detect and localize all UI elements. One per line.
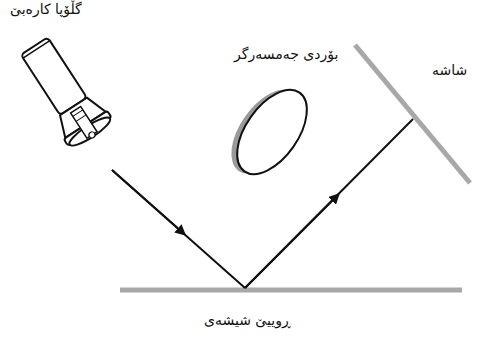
screen bbox=[355, 45, 470, 183]
flashlight-label: گڵۆپا کارەبێ bbox=[8, 1, 84, 18]
glass-surface bbox=[120, 288, 462, 293]
polarizer-lens bbox=[217, 75, 320, 189]
screen-label: شاشە bbox=[430, 62, 469, 79]
flashlight bbox=[12, 32, 115, 152]
glass-label: ڕوییێ شیشەی bbox=[202, 312, 292, 329]
polarizer-label: بۆردی جەمسەرگر bbox=[232, 46, 340, 63]
